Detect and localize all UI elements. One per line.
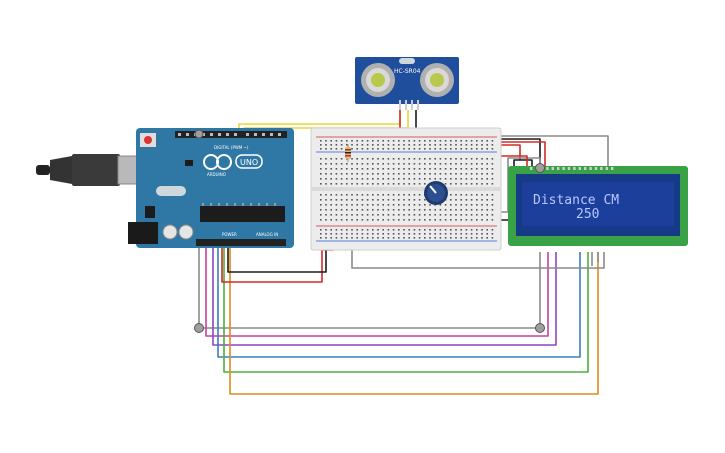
wire-black-lcd-left[interactable] — [492, 159, 533, 221]
sensor-label: HC-SR04 — [394, 68, 421, 75]
lcd-line-2: 250 — [576, 207, 599, 222]
breadboard-holes[interactable] — [320, 140, 494, 239]
wire-gray-lcd-left[interactable] — [490, 157, 541, 213]
atmega-chip — [200, 206, 285, 222]
lcd-line-1: Distance CM — [533, 193, 619, 208]
wire-red-lcd[interactable] — [500, 155, 528, 168]
lcd-display[interactable]: Distance CM 250 — [508, 166, 688, 246]
arduino-model: UNO — [240, 158, 258, 167]
arduino-brand: ARDUINO — [207, 172, 226, 177]
breadboard[interactable] — [310, 127, 502, 251]
arduino-uno[interactable]: ARDUINO UNO DIGITAL (PWM ~) POWER ANALOG… — [128, 128, 294, 248]
power-label: POWER — [222, 232, 237, 237]
wire-gray-bottom[interactable] — [198, 245, 541, 329]
power-header[interactable] — [196, 239, 286, 246]
lcd-screen — [522, 182, 674, 226]
analog-label: ANALOG IN — [256, 232, 278, 237]
wire-magenta-bottom[interactable] — [205, 245, 549, 337]
digital-header[interactable] — [175, 131, 287, 138]
resistor-icon[interactable] — [345, 144, 351, 162]
wire-purple-bottom[interactable] — [212, 245, 557, 346]
power-jack[interactable] — [128, 222, 158, 244]
ultrasonic-sensor-icon[interactable]: HC-SR04 — [355, 57, 459, 110]
wire-green-bottom[interactable] — [223, 245, 589, 373]
wire-orange-bottom[interactable] — [229, 245, 599, 395]
usb-cable-icon[interactable] — [36, 154, 141, 186]
wire-blue-bottom[interactable] — [217, 245, 581, 358]
wire-junctions[interactable] — [194, 163, 545, 333]
digital-label: DIGITAL (PWM ~) — [214, 145, 249, 150]
potentiometer-icon[interactable] — [424, 181, 448, 205]
